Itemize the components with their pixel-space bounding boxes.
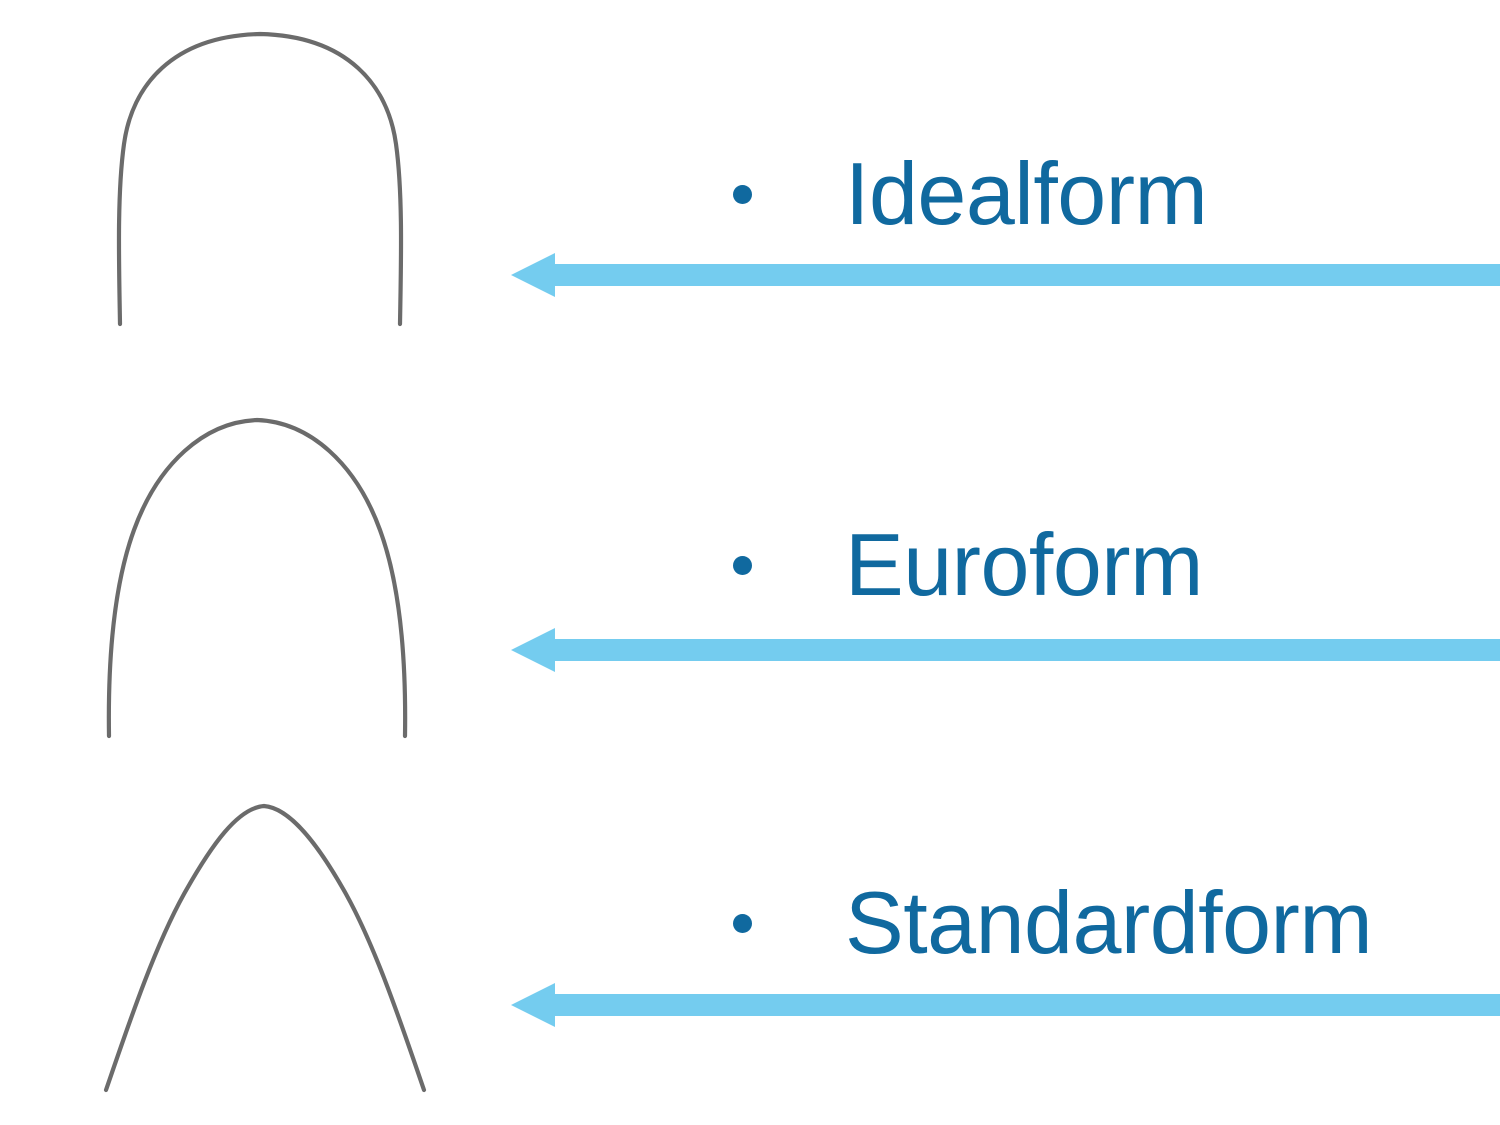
bullet-idealform bbox=[733, 184, 752, 204]
archwire-standardform bbox=[103, 803, 427, 1093]
arrow-euroform bbox=[511, 628, 1500, 672]
bullet-row-idealform: Idealform bbox=[733, 144, 1208, 243]
label-standardform: Standardform bbox=[845, 873, 1373, 972]
bullet-row-standardform: Standardform bbox=[733, 873, 1373, 972]
arrow-idealform bbox=[511, 253, 1500, 297]
bullet-euroform bbox=[733, 555, 752, 575]
bullet-standardform bbox=[733, 913, 752, 933]
arrow-standardform bbox=[511, 983, 1500, 1027]
archwire-idealform bbox=[116, 31, 404, 327]
label-idealform: Idealform bbox=[845, 144, 1208, 243]
bullet-row-euroform: Euroform bbox=[733, 521, 1203, 609]
archwire-euroform bbox=[106, 417, 408, 739]
label-euroform: Euroform bbox=[845, 515, 1203, 614]
